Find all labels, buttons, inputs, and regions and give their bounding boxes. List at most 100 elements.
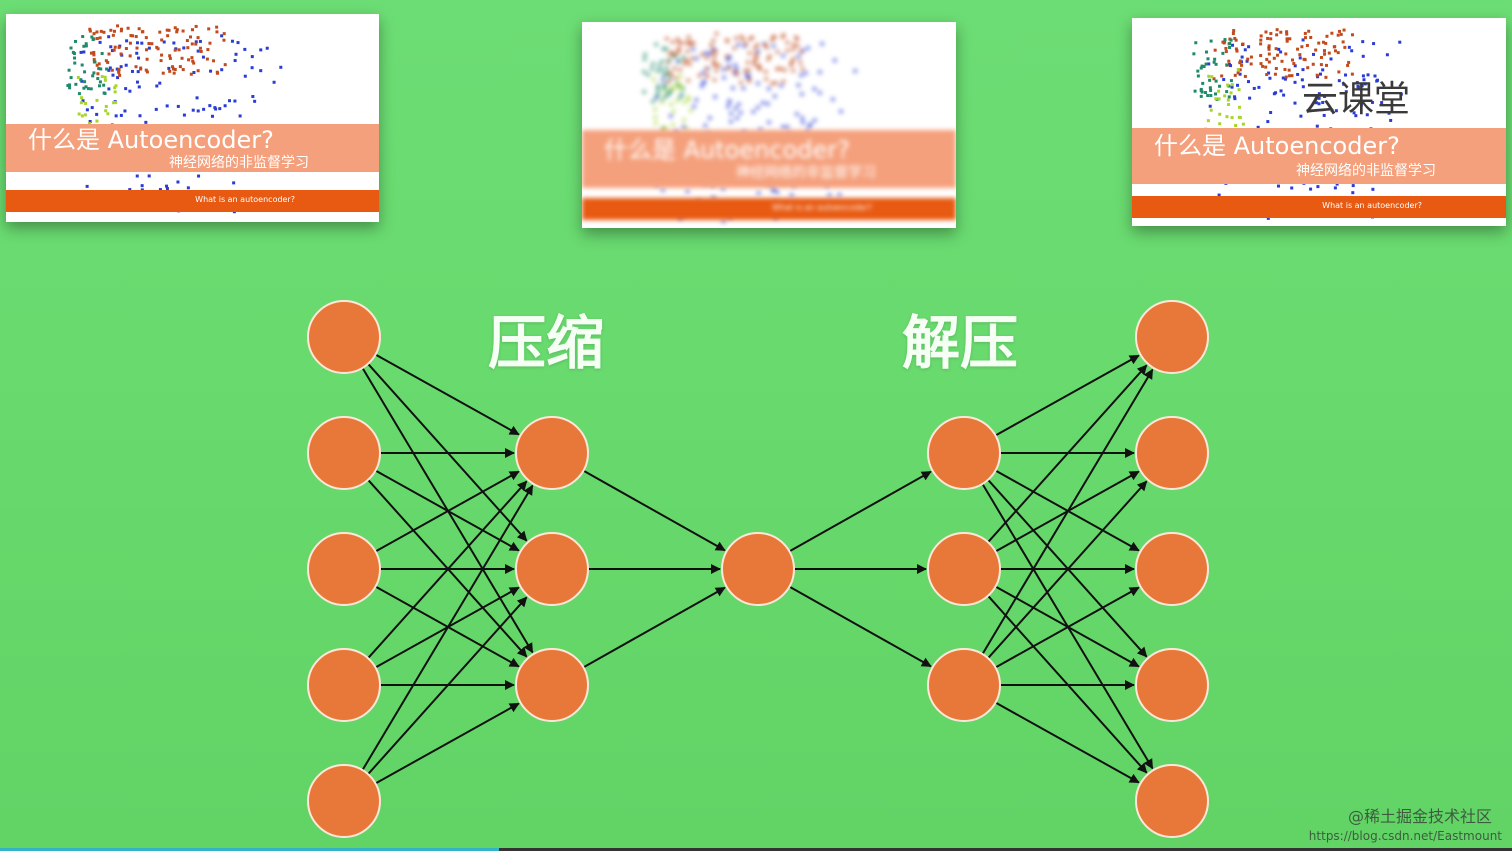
scatter-dot — [1333, 186, 1337, 190]
scatter-dot — [104, 109, 108, 113]
network-node — [1135, 416, 1209, 490]
scatter-dot — [660, 100, 664, 104]
scatter-dot — [140, 184, 144, 188]
scatter-dot — [259, 69, 263, 73]
scatter-dot — [744, 42, 748, 46]
scatter-dot — [131, 34, 135, 38]
scatter-dot — [99, 29, 103, 33]
network-edge — [361, 484, 534, 771]
scatter-dot — [187, 58, 191, 62]
network-edge — [374, 470, 520, 553]
network-edge — [374, 702, 520, 785]
scatter-dot — [1287, 68, 1291, 72]
scatter-dot — [1352, 111, 1356, 115]
scatter-dot — [92, 58, 96, 62]
scatter-dot — [664, 66, 668, 70]
scatter-dot — [1246, 57, 1250, 61]
scatter-dot — [67, 68, 71, 72]
scatter-dot — [1233, 37, 1237, 41]
scatter-dot — [128, 54, 132, 58]
scatter-dot — [215, 25, 219, 29]
scatter-dot — [1301, 68, 1305, 72]
scatter-dot — [670, 50, 674, 54]
scatter-dot — [1206, 119, 1210, 123]
scatter-dot — [117, 70, 121, 74]
scatter-dot — [646, 73, 650, 77]
scatter-dot — [818, 91, 822, 95]
scatter-dot — [685, 127, 689, 131]
network-node — [515, 416, 589, 490]
scatter-dot — [172, 71, 176, 75]
scatter-dot — [682, 62, 686, 66]
scatter-dot — [1193, 89, 1197, 93]
scatter-dot — [1342, 82, 1346, 86]
scatter-dot — [197, 174, 201, 178]
scatter-dot — [207, 27, 211, 31]
scatter-dot — [651, 62, 655, 66]
scatter-dot — [93, 60, 97, 64]
scatter-dot — [130, 69, 134, 73]
video-progress-bar[interactable] — [0, 848, 1512, 851]
scatter-dot — [109, 28, 113, 32]
scatter-dot — [86, 87, 90, 91]
scatter-dot — [194, 42, 198, 46]
scatter-dot — [1350, 49, 1354, 53]
scatter-dot — [92, 53, 96, 57]
scatter-dot — [1276, 53, 1280, 57]
scatter-dot — [751, 110, 755, 114]
network-edge — [374, 353, 520, 436]
scatter-dot — [773, 94, 777, 98]
network-node — [721, 532, 795, 606]
scatter-dot — [1321, 40, 1325, 44]
scatter-dot — [1217, 193, 1221, 197]
scatter-dot — [233, 99, 237, 103]
scatter-dot — [700, 53, 704, 57]
scatter-dot — [1269, 37, 1273, 41]
scatter-dot — [199, 49, 203, 53]
scatter-dot — [1285, 37, 1289, 41]
scatter-dot — [1204, 50, 1208, 54]
scatter-dot — [694, 98, 698, 102]
scatter-dot — [705, 56, 709, 60]
scatter-dot — [98, 36, 102, 40]
scatter-dot — [1330, 31, 1334, 35]
scatter-dot — [728, 55, 732, 59]
scatter-dot — [103, 91, 107, 95]
scatter-dot — [764, 77, 768, 81]
scatter-dot — [809, 122, 813, 126]
scatter-dot — [84, 44, 88, 48]
scatter-dot — [756, 50, 760, 54]
scatter-dot — [137, 85, 141, 89]
scatter-dot — [125, 39, 129, 43]
scatter-dot — [712, 63, 716, 67]
scatter-dot — [801, 121, 805, 125]
scatter-dot — [758, 127, 762, 131]
scatter-dot — [92, 32, 96, 36]
network-edge — [367, 596, 528, 775]
scatter-dot — [95, 119, 99, 123]
scatter-dot — [837, 193, 841, 197]
scatter-dot — [1360, 84, 1364, 88]
scatter-dot — [259, 48, 263, 52]
scatter-dot — [107, 52, 111, 56]
scatter-dot — [1282, 93, 1286, 97]
scatter-dot — [97, 62, 101, 66]
scatter-dot — [734, 106, 738, 110]
scatter-dot — [234, 52, 238, 56]
scatter-dot — [735, 72, 739, 76]
scatter-dot — [1209, 94, 1213, 98]
scatter-dot — [81, 99, 85, 103]
scatter-dot — [1315, 101, 1319, 105]
scatter-dot — [752, 59, 756, 63]
scatter-dot — [1319, 55, 1323, 59]
scatter-dot — [1342, 28, 1346, 32]
scatter-dot — [686, 79, 690, 83]
scatter-dot — [714, 49, 718, 53]
scatter-dot — [654, 42, 658, 46]
scatter-dot — [150, 42, 154, 46]
scatter-dot — [756, 43, 760, 47]
scatter-dot — [791, 43, 795, 47]
scatter-dot — [680, 92, 684, 96]
scatter-dot — [798, 61, 802, 65]
scatter-dot — [677, 46, 681, 50]
